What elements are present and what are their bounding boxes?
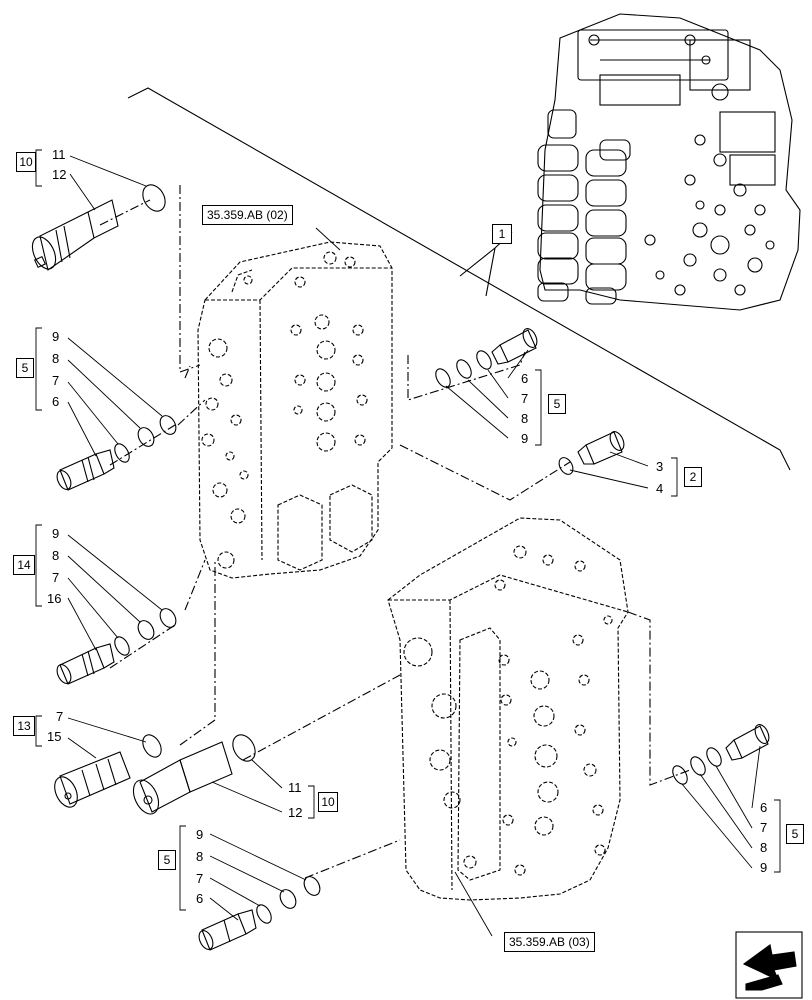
part-number-7: 7: [52, 373, 60, 388]
part-number-12: 12: [288, 805, 303, 820]
part-8-ring-f: [690, 756, 706, 776]
part-6-plug-b: [198, 909, 257, 951]
leader-lines: [35, 149, 781, 937]
part-number-9: 9: [196, 827, 204, 842]
part-number-11: 11: [52, 147, 66, 162]
part-number-11: 11: [288, 780, 302, 795]
control-valve-assembly: [537, 13, 801, 311]
center-lines: [99, 185, 691, 879]
part-7-ring-b: [114, 636, 130, 656]
kit-label-10-top: 10: [16, 152, 36, 172]
part-8-ring-d: [279, 889, 297, 909]
kit-label-5-c: 5: [548, 394, 566, 414]
part-6-plug-a: [56, 449, 115, 491]
part-6-plug-c: [491, 328, 538, 365]
part-number-8: 8: [760, 840, 768, 855]
part-number-9: 9: [52, 329, 60, 344]
part-number-9: 9: [760, 860, 768, 875]
part-7-ring-a: [114, 443, 130, 463]
part-9-ring-a: [159, 415, 177, 435]
part-6-plug-d: [725, 724, 770, 761]
reference-label-lower[interactable]: 35.359.AB (03): [504, 932, 595, 952]
part-8-ring-a: [137, 427, 155, 447]
part-7-ring-d: [256, 904, 272, 924]
kit-label-2: 2: [684, 467, 702, 487]
arrow-icon[interactable]: [735, 931, 803, 999]
part-11-oring-mid: [232, 734, 256, 762]
part-15-valve: [54, 751, 131, 808]
part-8-ring-b: [137, 620, 155, 640]
kit-label-14: 14: [13, 555, 35, 575]
part-8-ring-e: [456, 359, 472, 379]
part-11-oring-top: [142, 184, 166, 212]
part-7-oring-c: [142, 734, 162, 758]
part-number-7: 7: [56, 709, 64, 724]
assembly-item-1: 1: [492, 224, 512, 244]
kit-label-5-a: 5: [16, 358, 34, 378]
part-number-8: 8: [52, 351, 60, 366]
kit-label-5-d: 5: [786, 824, 804, 844]
part-number-7: 7: [521, 391, 529, 406]
part-12-plug-mid: [132, 741, 233, 815]
part-number-7: 7: [760, 820, 768, 835]
part-number-7: 7: [196, 871, 204, 886]
part-9-ring-e: [435, 368, 451, 388]
part-12-plug-top: [31, 199, 119, 271]
part-number-9: 9: [521, 431, 529, 446]
solenoid-column-mid: [585, 139, 631, 305]
part-number-3: 3: [656, 459, 664, 474]
part-number-12: 12: [52, 167, 67, 182]
part-4-ring: [558, 457, 574, 475]
part-3-plug: [577, 431, 625, 465]
part-number-4: 4: [656, 481, 664, 496]
part-number-6: 6: [52, 394, 60, 409]
valve-section-upper: [197, 241, 393, 579]
valve-section-lower: [387, 517, 629, 901]
part-9-ring-f: [672, 765, 688, 785]
part-number-16: 16: [47, 591, 62, 606]
part-number-6: 6: [760, 800, 768, 815]
kit-label-13: 13: [13, 716, 35, 736]
valve-body-ports: [644, 134, 775, 296]
part-number-9: 9: [52, 526, 60, 541]
part-number-8: 8: [196, 849, 204, 864]
guide-lines: [127, 87, 791, 471]
reference-label-upper[interactable]: 35.359.AB (02): [202, 205, 293, 225]
part-number-15: 15: [47, 729, 62, 744]
part-7-ring-f: [706, 747, 722, 767]
part-9-ring-b: [159, 608, 177, 628]
kit-label-10-mid: 10: [318, 792, 338, 812]
part-number-7: 7: [52, 570, 60, 585]
part-7-ring-e: [476, 350, 492, 370]
part-16-plug: [56, 643, 115, 685]
solenoid-column-left: [537, 109, 579, 302]
part-number-6: 6: [521, 371, 529, 386]
part-number-6: 6: [196, 891, 204, 906]
kit-label-5-b: 5: [158, 850, 176, 870]
part-number-8: 8: [521, 411, 529, 426]
part-number-8: 8: [52, 548, 60, 563]
part-9-ring-d: [303, 876, 321, 896]
